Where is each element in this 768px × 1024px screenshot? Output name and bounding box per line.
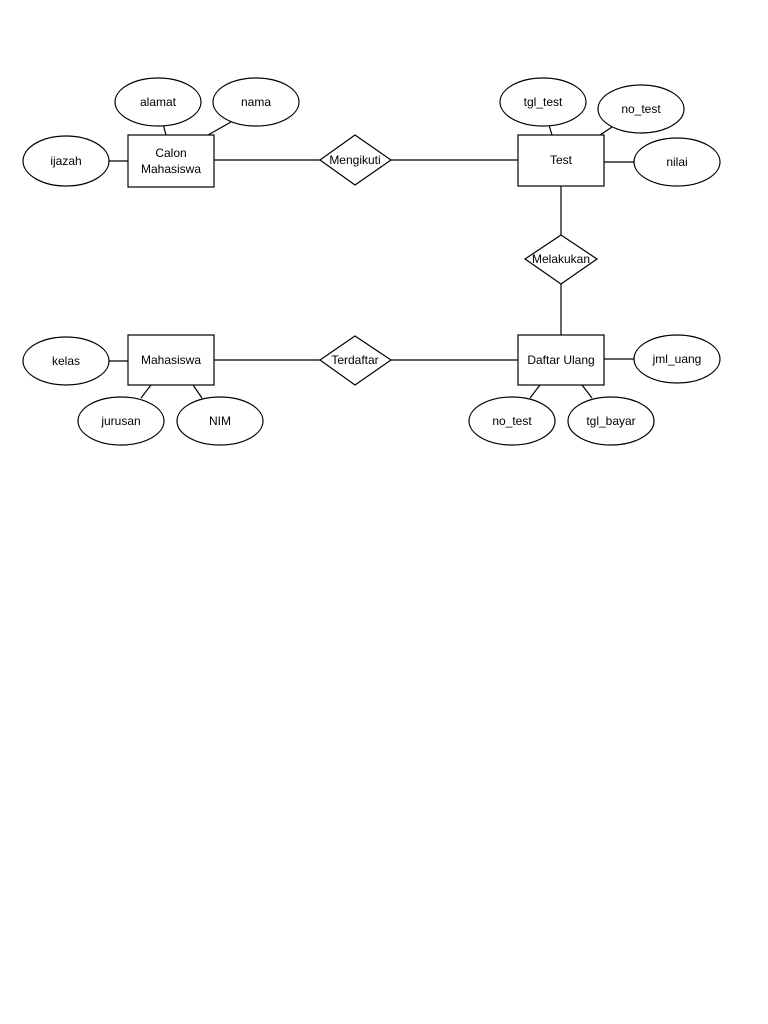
entity-mahasiswa-label: Mahasiswa — [141, 353, 201, 367]
attribute-alamat-label: alamat — [140, 95, 177, 109]
attribute-nim[interactable]: NIM — [176, 396, 264, 446]
attribute-tgl-test[interactable]: tgl_test — [499, 77, 587, 127]
attribute-nilai-label: nilai — [666, 155, 687, 169]
attribute-no-test-test-ellipse — [597, 84, 685, 134]
attribute-nim-ellipse — [176, 396, 264, 446]
attribute-nilai-ellipse — [633, 137, 721, 187]
entity-test[interactable]: Test — [517, 134, 605, 187]
attribute-alamat[interactable]: alamat — [114, 77, 202, 127]
attribute-ijazah[interactable]: ijazah — [22, 135, 110, 187]
relationship-mengikuti-diamond — [318, 134, 393, 186]
attribute-no-test-daftar-label: no_test — [492, 414, 532, 428]
relationship-melakukan-label: Melakukan — [532, 252, 590, 266]
attribute-nama-ellipse — [212, 77, 300, 127]
entity-calon-mahasiswa-box — [127, 134, 215, 188]
attribute-jurusan-ellipse — [77, 396, 165, 446]
entity-mahasiswa-box — [127, 334, 215, 386]
attribute-kelas[interactable]: kelas — [22, 336, 110, 386]
attribute-tgl-test-ellipse — [499, 77, 587, 127]
connector-nama — [207, 121, 232, 136]
attribute-jurusan[interactable]: jurusan — [77, 396, 165, 446]
entity-mahasiswa[interactable]: Mahasiswa — [127, 334, 215, 386]
attribute-ijazah-label: ijazah — [50, 154, 81, 168]
relationship-terdaftar-label: Terdaftar — [331, 353, 378, 367]
attribute-kelas-ellipse — [22, 336, 110, 386]
attribute-no-test-test[interactable]: no_test — [597, 84, 685, 134]
connector-tgl-test — [548, 124, 553, 136]
attribute-alamat-ellipse — [114, 77, 202, 127]
attribute-nim-label: NIM — [209, 414, 231, 428]
attribute-tgl-test-label: tgl_test — [524, 95, 563, 109]
attribute-nilai[interactable]: nilai — [633, 137, 721, 187]
entity-test-label: Test — [550, 153, 573, 167]
attribute-jurusan-label: jurusan — [100, 414, 140, 428]
entity-calon-mahasiswa[interactable]: Calon Mahasiswa — [127, 134, 215, 188]
connector-nim — [192, 384, 203, 399]
connectors — [108, 121, 634, 399]
entity-test-box — [517, 134, 605, 187]
entity-daftar-ulang-box — [517, 334, 605, 386]
relationship-terdaftar-diamond — [318, 335, 393, 386]
connector-no-test-test — [599, 126, 613, 136]
relationship-mengikuti[interactable]: Mengikuti — [318, 134, 393, 186]
connector-tgl-bayar — [581, 384, 593, 399]
entity-daftar-ulang-label: Daftar Ulang — [527, 353, 594, 367]
attribute-jml-uang-ellipse — [633, 334, 721, 384]
attribute-ijazah-ellipse — [22, 135, 110, 187]
attribute-no-test-test-label: no_test — [621, 102, 661, 116]
relationship-mengikuti-label: Mengikuti — [329, 153, 380, 167]
attribute-tgl-bayar-ellipse — [567, 396, 655, 446]
attribute-jml-uang-label: jml_uang — [652, 352, 702, 366]
entity-daftar-ulang[interactable]: Daftar Ulang — [517, 334, 605, 386]
attribute-kelas-label: kelas — [52, 354, 80, 368]
relationship-melakukan[interactable]: Melakukan — [523, 234, 599, 285]
attribute-no-test-daftar[interactable]: no_test — [468, 396, 556, 446]
relationship-melakukan-diamond — [523, 234, 599, 285]
attribute-nama-label: nama — [241, 95, 271, 109]
entity-calon-mahasiswa-label-line1: Calon — [155, 146, 186, 160]
attribute-no-test-daftar-ellipse — [468, 396, 556, 446]
attribute-nama[interactable]: nama — [212, 77, 300, 127]
entity-calon-mahasiswa-label-line2: Mahasiswa — [141, 162, 201, 176]
attribute-tgl-bayar[interactable]: tgl_bayar — [567, 396, 655, 446]
connector-jurusan — [140, 384, 152, 399]
attribute-tgl-bayar-label: tgl_bayar — [586, 414, 635, 428]
relationship-terdaftar[interactable]: Terdaftar — [318, 335, 393, 386]
attribute-jml-uang[interactable]: jml_uang — [633, 334, 721, 384]
connector-no-test-daftar — [529, 384, 541, 399]
